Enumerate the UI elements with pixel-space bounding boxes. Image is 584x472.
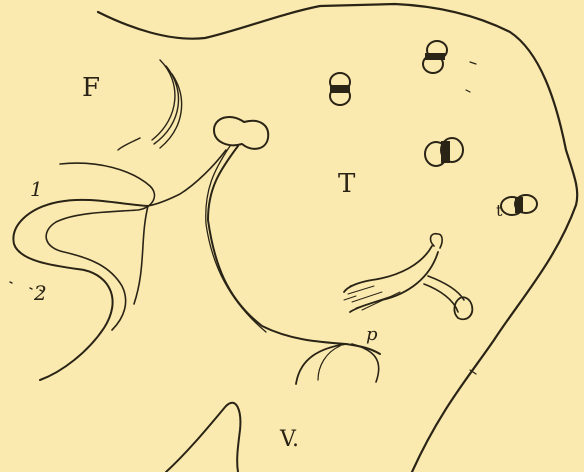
label-p: p [366,324,378,345]
label-1: 1 [30,177,43,201]
label-v: V. [279,427,299,452]
label-2: 2 [33,281,47,305]
cell-pair-4 [501,195,537,215]
label-t: T [338,169,356,199]
label-f: F [82,73,100,103]
cell-pair-1 [330,73,350,105]
label-t-small: t [496,201,503,220]
